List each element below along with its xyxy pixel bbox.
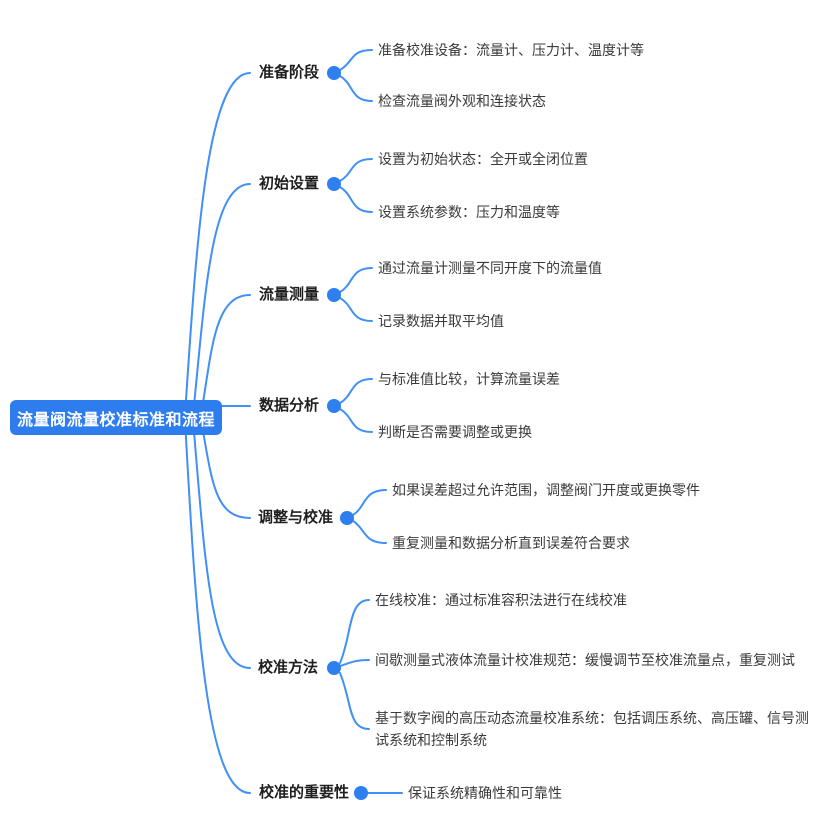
connector-line bbox=[200, 419, 251, 519]
branch-node-flow-measurement[interactable]: 流量测量 bbox=[259, 286, 320, 303]
root-node[interactable]: 流量阀流量校准标准和流程 bbox=[10, 400, 222, 435]
connector-line bbox=[339, 75, 373, 102]
leaf-node[interactable]: 保证系统精确性和可靠性 bbox=[408, 785, 562, 801]
leaf-node[interactable]: 在线校准：通过标准容积法进行在线校准 bbox=[375, 592, 627, 608]
leaf-node[interactable]: 设置系统参数：压力和温度等 bbox=[378, 204, 560, 220]
connector-line bbox=[339, 267, 373, 293]
leaf-node[interactable]: 记录数据并取平均值 bbox=[378, 313, 504, 329]
branch-node-importance[interactable]: 校准的重要性 bbox=[259, 784, 350, 801]
connector-line bbox=[352, 520, 387, 544]
leaf-node[interactable]: 重复测量和数据分析直到误差符合要求 bbox=[392, 535, 630, 551]
leaf-node[interactable]: 判断是否需要调整或更换 bbox=[378, 424, 532, 440]
connector-line bbox=[184, 419, 251, 794]
branch-node-data-analysis[interactable]: 数据分析 bbox=[259, 397, 320, 414]
connector-line bbox=[339, 659, 370, 667]
branch-dot[interactable] bbox=[327, 288, 341, 302]
branch-node-adjust-calibrate[interactable]: 调整与校准 bbox=[258, 509, 334, 526]
branch-node-preparation[interactable]: 准备阶段 bbox=[259, 64, 320, 81]
leaf-node[interactable]: 设置为初始状态：全开或全闭位置 bbox=[378, 151, 588, 167]
connector-line bbox=[339, 186, 373, 213]
branch-dot[interactable] bbox=[327, 661, 341, 675]
leaf-node[interactable]: 间歇测量式液体流量计校准规范：缓慢调节至校准流量点，重复测试 bbox=[375, 652, 795, 668]
connector-line bbox=[339, 158, 373, 182]
leaf-node[interactable]: 准备校准设备：流量计、压力计、温度计等 bbox=[378, 42, 644, 58]
connector-line bbox=[184, 72, 251, 416]
branch-dot[interactable] bbox=[327, 66, 341, 80]
connector-line bbox=[200, 294, 251, 416]
connector-line bbox=[192, 419, 251, 669]
connector-line bbox=[339, 599, 370, 664]
branch-node-initial-setup[interactable]: 初始设置 bbox=[259, 175, 320, 192]
leaf-node[interactable]: 检查流量阀外观和连接状态 bbox=[378, 93, 546, 109]
branch-dot[interactable] bbox=[327, 177, 341, 191]
branch-dot[interactable] bbox=[340, 511, 354, 525]
leaf-node[interactable]: 通过流量计测量不同开度下的流量值 bbox=[378, 260, 602, 276]
connector-line bbox=[192, 183, 251, 416]
connector-line bbox=[339, 408, 373, 433]
connector-line bbox=[339, 49, 373, 71]
leaf-node[interactable]: 与标准值比较，计算流量误差 bbox=[378, 371, 560, 387]
connector-line bbox=[339, 378, 373, 404]
branch-dot[interactable] bbox=[354, 786, 368, 800]
branch-dot[interactable] bbox=[327, 399, 341, 413]
leaf-node[interactable]: 如果误差超过允许范围，调整阀门开度或更换零件 bbox=[392, 482, 700, 498]
leaf-node[interactable]: 基于数字阀的高压动态流量校准系统：包括调压系统、高压罐、信号测试系统和控制系统 bbox=[375, 710, 809, 748]
branch-node-calibration-methods[interactable]: 校准方法 bbox=[258, 659, 319, 676]
connector-line bbox=[352, 489, 387, 516]
connector-line bbox=[339, 297, 373, 322]
connector-line bbox=[339, 672, 370, 730]
